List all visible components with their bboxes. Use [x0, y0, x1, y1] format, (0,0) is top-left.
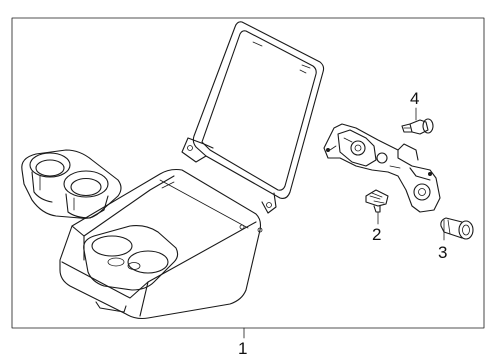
console-base [59, 168, 263, 320]
diagram-frame [11, 17, 485, 329]
callout-1: 1 [238, 339, 247, 358]
armrest-backrest [181, 21, 325, 214]
callout-3: 3 [438, 243, 447, 262]
pivot-pin [440, 217, 474, 240]
hinge-bracket [323, 123, 441, 213]
callout-4: 4 [410, 89, 419, 108]
leader-lines [243, 107, 445, 339]
bolt [401, 118, 434, 135]
retainer-clip [365, 189, 389, 213]
callout-2: 2 [372, 225, 381, 244]
cup-holder-insert [21, 149, 122, 219]
